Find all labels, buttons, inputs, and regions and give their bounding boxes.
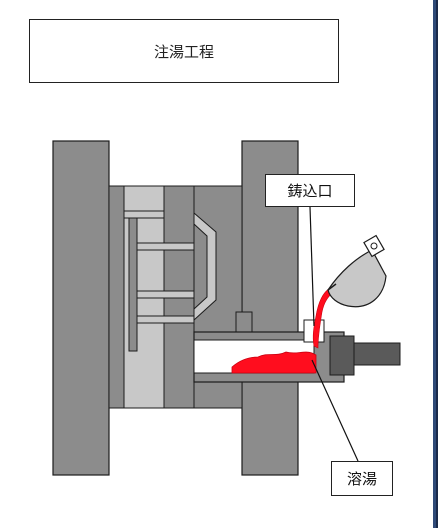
sprue-leader	[309, 206, 315, 327]
page-title: 注湯工程	[29, 19, 339, 83]
ladle-handle-hole	[370, 242, 378, 250]
frame-border	[433, 0, 436, 528]
sleeve-flange	[235, 311, 253, 333]
pouring-stream	[312, 287, 335, 349]
ejector-pin-top	[123, 210, 165, 219]
plunger-rod	[353, 342, 401, 366]
ejector-pin-2	[136, 290, 195, 299]
molten-metal-pool	[231, 351, 317, 374]
ladle-rim	[327, 283, 337, 291]
plunger-tip	[329, 335, 355, 376]
left-platen	[52, 140, 110, 476]
product-cavity	[193, 211, 217, 322]
ejector-rod	[128, 212, 138, 352]
frame-border-shadow	[436, 0, 438, 528]
melt-leader	[311, 359, 359, 462]
molten-metal-label: 溶湯	[331, 461, 393, 496]
ejector-pin-3	[136, 315, 195, 324]
ejector-pin-1	[136, 242, 195, 251]
sprue-label: 鋳込口	[265, 174, 355, 207]
ladle	[327, 249, 387, 308]
moving-die	[108, 185, 125, 409]
